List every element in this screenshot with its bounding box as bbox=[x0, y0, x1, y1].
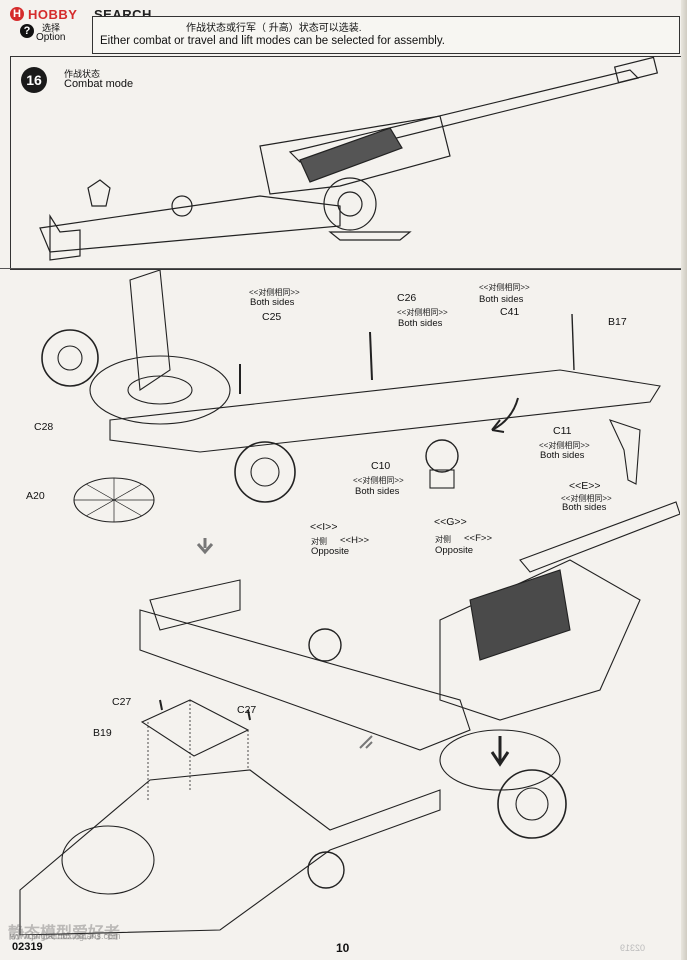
upper-column bbox=[129, 270, 171, 391]
firing-base bbox=[328, 231, 412, 241]
part-c26: C26 bbox=[397, 292, 417, 304]
both-sides-en-3: Both sides bbox=[479, 294, 524, 305]
marker-h: <<H>> bbox=[340, 535, 370, 546]
lower-barrel bbox=[519, 501, 680, 573]
upper-frame bbox=[109, 369, 661, 453]
muzzle-brake bbox=[613, 56, 659, 84]
both-sides-en-5: Both sides bbox=[355, 486, 400, 497]
lower-front-bracket bbox=[149, 579, 241, 631]
lower-rear-turntable bbox=[61, 825, 155, 895]
turntable-hub bbox=[127, 375, 193, 405]
part-c41: C41 bbox=[500, 306, 520, 318]
caster-assembly bbox=[425, 439, 459, 473]
trail-handle bbox=[87, 179, 111, 207]
part-c25: C25 bbox=[262, 311, 282, 323]
mirror-code: 02319 bbox=[620, 943, 646, 953]
part-c28: C28 bbox=[34, 421, 54, 433]
both-sides-cn-3: <<对侧相同>> bbox=[479, 283, 530, 292]
combat-mode-illustration bbox=[39, 56, 659, 261]
marker-i: <<I>> bbox=[310, 521, 338, 533]
step-title-cn: 作战状态 bbox=[64, 69, 101, 79]
marker-f: <<F>> bbox=[464, 533, 492, 544]
insert-arrow bbox=[490, 736, 510, 767]
assembly-illustration bbox=[19, 270, 680, 935]
section-divider bbox=[0, 268, 687, 269]
page-edge bbox=[681, 0, 687, 960]
upper-left-wheel bbox=[41, 329, 99, 387]
marker-g: <<G>> bbox=[434, 516, 467, 528]
upper-turntable bbox=[89, 355, 231, 425]
step-title-en: Combat mode bbox=[64, 78, 134, 90]
option-text-cn: 作战状态或行军（ 升高）状态可以选装. bbox=[186, 23, 362, 34]
opposite-cn-2: 对侧 bbox=[435, 535, 451, 544]
both-sides-cn-2: <<对侧相同>> bbox=[397, 308, 448, 317]
watermark-cn: 静态模型爱好者 bbox=[8, 925, 121, 942]
lower-recoil bbox=[469, 569, 571, 661]
marker-e: <<E>> bbox=[569, 480, 601, 492]
assembly-arrow bbox=[359, 735, 373, 749]
both-sides-cn-5: <<对侧相同>> bbox=[353, 476, 404, 485]
wheel-hub bbox=[337, 191, 363, 217]
part-b17: B17 bbox=[608, 316, 627, 328]
c27-pins bbox=[159, 699, 251, 721]
lower-main-hub bbox=[515, 787, 549, 821]
trail-spade bbox=[49, 213, 81, 261]
c26-pin bbox=[369, 331, 373, 381]
lower-trail bbox=[19, 769, 441, 935]
lower-caster-wheel bbox=[308, 628, 342, 662]
option-icon: ? bbox=[20, 24, 34, 38]
option-note-box bbox=[92, 16, 680, 54]
opposite-cn-1: 对侧 bbox=[311, 537, 327, 546]
part-a20: A20 bbox=[26, 490, 45, 502]
both-sides-cn-4: <<对侧相同>> bbox=[539, 441, 590, 450]
both-sides-cn-6: <<对侧相同>> bbox=[561, 494, 612, 503]
both-sides-en-6: Both sides bbox=[562, 502, 607, 513]
watermark-url: www.jingtaimoxingfans.com bbox=[10, 931, 121, 941]
page-number: 10 bbox=[336, 941, 350, 955]
opposite-en-1: Opposite bbox=[311, 546, 350, 557]
carriage-body bbox=[259, 115, 451, 195]
part-b19: B19 bbox=[93, 727, 112, 739]
part-c10: C10 bbox=[371, 460, 391, 472]
caster-wheel bbox=[171, 195, 193, 217]
option-label-cn: 选择 bbox=[42, 23, 61, 33]
option-text-en: Either combat or travel and lift modes c… bbox=[100, 35, 445, 47]
both-sides-en-4: Both sides bbox=[540, 450, 585, 461]
part-c27-right: C27 bbox=[237, 704, 257, 716]
trail-assembly bbox=[39, 195, 341, 253]
logo-mark: H bbox=[10, 7, 24, 21]
down-arrow bbox=[196, 538, 214, 555]
part-c27-left: C27 bbox=[112, 696, 132, 708]
option-label-en: Option bbox=[36, 32, 66, 43]
upper-front-hub bbox=[250, 457, 280, 487]
b19-strut bbox=[140, 699, 250, 757]
logo-brand: HOBBY bbox=[28, 7, 78, 22]
both-sides-en-1: Both sides bbox=[250, 297, 295, 308]
rotation-arrow bbox=[491, 397, 519, 431]
b17-part bbox=[571, 313, 575, 371]
step-number: 16 bbox=[21, 67, 47, 93]
lower-cradle bbox=[439, 559, 641, 721]
recoil-cylinder bbox=[299, 127, 403, 183]
lower-rear-wheel bbox=[307, 851, 345, 889]
opposite-en-2: Opposite bbox=[435, 545, 474, 556]
lower-main-wheel bbox=[497, 769, 567, 839]
e-bracket bbox=[608, 419, 641, 485]
upper-front-wheel bbox=[234, 441, 296, 503]
part-c11: C11 bbox=[553, 425, 572, 437]
product-code: 02319 bbox=[12, 941, 43, 953]
lower-turntable bbox=[439, 729, 561, 791]
caster-bracket bbox=[429, 469, 455, 489]
both-sides-cn-1: <<对侧相同>> bbox=[249, 288, 300, 297]
both-sides-en-2: Both sides bbox=[398, 318, 443, 329]
main-wheel bbox=[323, 177, 377, 231]
lower-frame bbox=[139, 609, 471, 751]
upper-left-hub bbox=[57, 345, 83, 371]
